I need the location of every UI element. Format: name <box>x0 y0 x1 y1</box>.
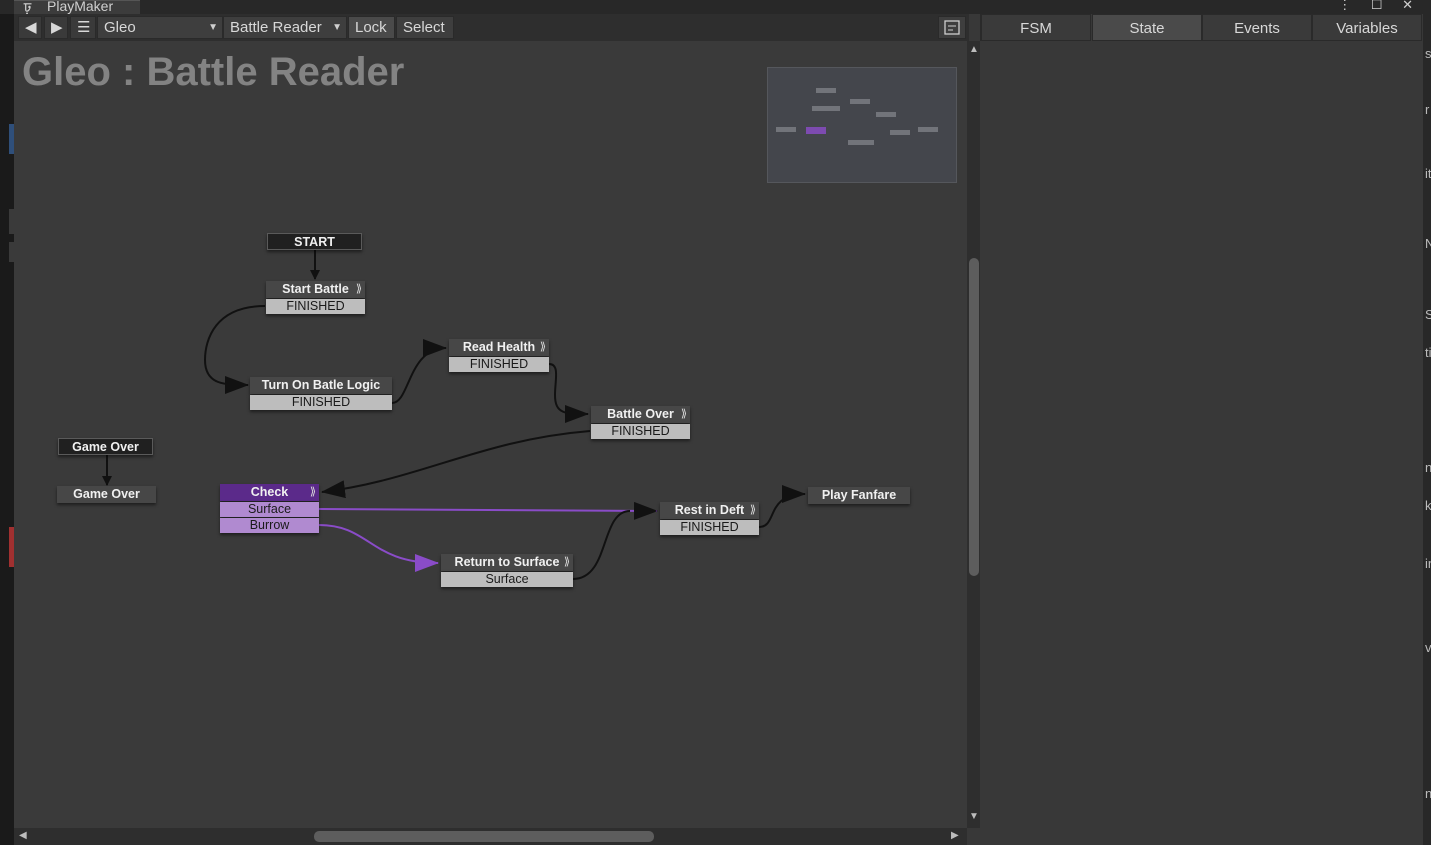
transition-burrow[interactable]: Burrow <box>220 518 319 533</box>
right-edge-text: ti <box>1425 345 1431 360</box>
edge-return-rest <box>572 510 631 580</box>
horizontal-scroll-thumb[interactable] <box>314 831 654 842</box>
chevron-down-icon: ▼ <box>332 22 342 33</box>
graph-minimap[interactable] <box>767 67 957 183</box>
right-docked-panel <box>1423 14 1431 845</box>
scroll-left-icon[interactable]: ◀ <box>19 830 27 841</box>
scroll-down-icon[interactable]: ▼ <box>969 811 979 822</box>
minimap-node <box>776 127 796 132</box>
edge-battleover-check <box>321 430 591 499</box>
state-label: Battle Over <box>607 407 674 421</box>
state-turn-on-batle-logic[interactable]: Turn On Batle Logic <box>250 377 392 394</box>
state-start-battle[interactable]: Start Battle ⟫ <box>266 281 365 298</box>
minimap-node <box>890 130 910 135</box>
right-edge-text: n <box>1425 460 1431 475</box>
scroll-right-icon[interactable]: ▶ <box>951 830 959 841</box>
playmaker-logo-icon: ঢ় <box>24 0 32 15</box>
graph-title: Gleo : Battle Reader <box>22 50 405 94</box>
chevron-down-icon: ▼ <box>208 22 218 33</box>
transition-finished[interactable]: FINISHED <box>266 299 365 314</box>
state-label: Return to Surface <box>454 555 560 569</box>
right-edge-text: it <box>1425 166 1431 181</box>
tab-state[interactable]: State <box>1092 14 1202 41</box>
state-check[interactable]: Check ⟫ <box>220 484 319 501</box>
right-edge-text: ir <box>1425 556 1431 571</box>
fsm-dropdown[interactable]: Battle Reader ▼ <box>223 16 347 39</box>
state-label: Read Health <box>462 340 536 354</box>
edge-startbattle-turnon <box>203 305 266 394</box>
state-label: Start Battle <box>282 282 349 296</box>
vertical-scroll-thumb[interactable] <box>969 258 979 576</box>
transition-surface[interactable]: Surface <box>441 572 573 587</box>
action-icon: ⟫ <box>749 504 756 516</box>
right-edge-text: k <box>1425 498 1431 513</box>
state-battle-over[interactable]: Battle Over ⟫ <box>591 406 690 423</box>
action-icon: ⟫ <box>309 486 316 498</box>
lock-button[interactable]: Lock <box>348 16 395 39</box>
transition-finished[interactable]: FINISHED <box>660 520 759 535</box>
fsm-value: Battle Reader <box>230 19 322 36</box>
menu-icon[interactable]: ☰ <box>70 16 96 39</box>
tab-variables[interactable]: Variables <box>1312 14 1422 41</box>
state-game-over[interactable]: Game Over <box>57 486 156 503</box>
gameobject-dropdown[interactable]: Gleo ▼ <box>97 16 223 39</box>
global-event-game-over[interactable]: Game Over <box>58 438 153 455</box>
transition-finished[interactable]: FINISHED <box>591 424 690 439</box>
left-strip-segment <box>9 242 14 262</box>
action-icon: ⟫ <box>680 408 687 420</box>
playmaker-window-tab[interactable]: ঢ় PlayMaker <box>14 0 140 15</box>
forward-arrow-icon[interactable]: ▶ <box>44 16 68 39</box>
inspector-body <box>980 41 1423 845</box>
window-titlebar <box>0 0 1431 14</box>
state-return-to-surface[interactable]: Return to Surface ⟫ <box>441 554 573 571</box>
scroll-up-icon[interactable]: ▲ <box>969 44 979 55</box>
right-edge-text: s <box>1425 46 1431 61</box>
edge-check-burrow-return <box>318 524 439 572</box>
action-icon: ⟫ <box>539 341 546 353</box>
action-icon: ⟫ <box>355 283 362 295</box>
minimap-node <box>850 99 870 104</box>
right-edge-text: n <box>1425 786 1431 801</box>
edge-readhealth-battleover <box>548 363 589 423</box>
start-event-node[interactable]: START <box>267 233 362 250</box>
action-icon: ⟫ <box>563 556 570 568</box>
minimap-node <box>848 140 874 145</box>
edge-rest-fanfare <box>758 485 806 528</box>
back-arrow-icon[interactable]: ◀ <box>18 16 42 39</box>
gameobject-value: Gleo <box>104 19 136 36</box>
right-edge-text: N <box>1425 236 1431 251</box>
state-read-health[interactable]: Read Health ⟫ <box>449 339 549 356</box>
left-strip-highlight <box>9 124 14 154</box>
window-title: PlayMaker <box>47 0 114 14</box>
minimap-active-node <box>806 127 826 134</box>
transition-finished[interactable]: FINISHED <box>449 357 549 372</box>
minimap-node <box>816 88 836 93</box>
tab-fsm[interactable]: FSM <box>981 14 1091 41</box>
state-rest-in-deft[interactable]: Rest in Deft ⟫ <box>660 502 759 519</box>
right-edge-text: v <box>1425 640 1431 655</box>
graph-settings-icon[interactable] <box>938 16 966 39</box>
left-docked-panel <box>0 14 14 845</box>
right-edge-text: r <box>1425 102 1430 117</box>
select-button[interactable]: Select <box>396 16 454 39</box>
state-label: Check <box>250 485 289 499</box>
minimap-node <box>876 112 896 117</box>
state-play-fanfare[interactable]: Play Fanfare <box>808 487 910 504</box>
left-strip-segment <box>9 209 14 234</box>
right-edge-text: S <box>1425 307 1431 322</box>
transition-surface[interactable]: Surface <box>220 502 319 517</box>
edge-check-surface-rest <box>318 501 658 520</box>
window-controls[interactable]: ⋮ ☐ ✕ <box>1338 0 1421 12</box>
left-strip-red-item <box>9 527 14 567</box>
minimap-node <box>918 127 938 132</box>
tab-events[interactable]: Events <box>1202 14 1312 41</box>
minimap-node <box>812 106 840 111</box>
edge-turnon-readhealth <box>391 339 447 404</box>
state-label: Rest in Deft <box>674 503 745 517</box>
transition-finished[interactable]: FINISHED <box>250 395 392 410</box>
